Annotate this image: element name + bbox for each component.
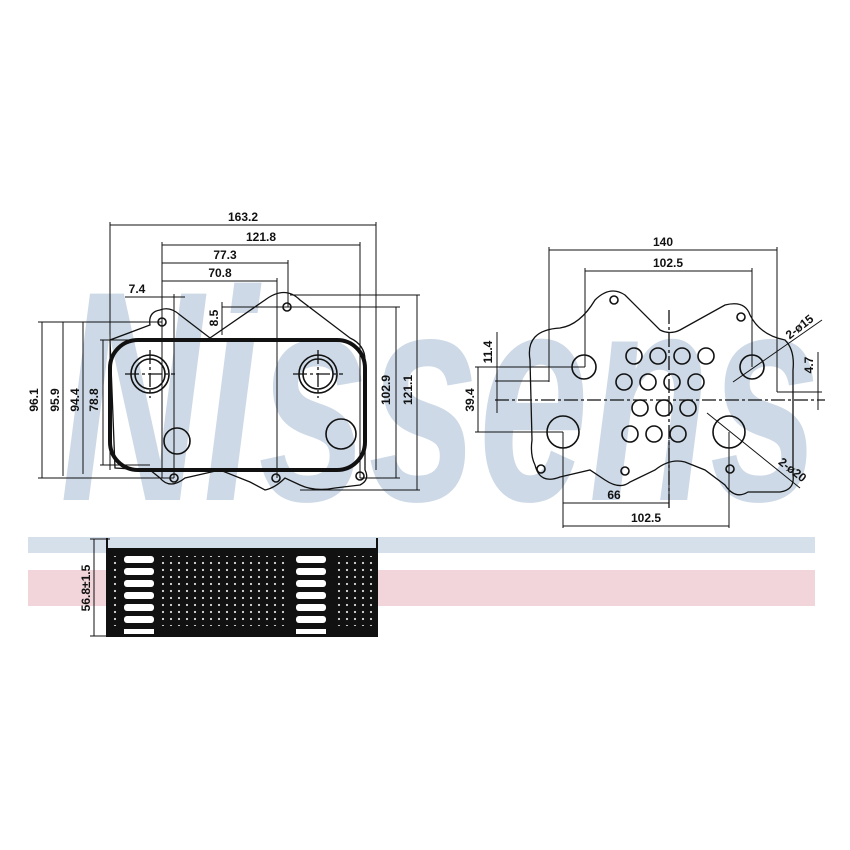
watermark-logo: Nissens [60, 228, 820, 564]
dim-70-8: 70.8 [208, 266, 232, 280]
dim-163-2: 163.2 [228, 210, 258, 224]
dim-77-3: 77.3 [213, 248, 237, 262]
dim-7-4: 7.4 [129, 282, 146, 296]
dim-96-1: 96.1 [27, 388, 41, 412]
dim-56-8: 56.8±1.5 [79, 564, 93, 611]
dim-102-9: 102.9 [379, 375, 393, 405]
dim-95-9: 95.9 [48, 388, 62, 412]
dim-121-1: 121.1 [401, 375, 415, 405]
dim-39-4: 39.4 [463, 388, 477, 412]
dim-66: 66 [607, 488, 621, 502]
dim-94-4: 94.4 [68, 388, 82, 412]
dim-8-5: 8.5 [207, 309, 221, 326]
front-view: 163.2 121.8 77.3 70.8 7.4 8.5 96.1 95.9 … [27, 210, 420, 491]
coolant-passage-holes [615, 347, 715, 443]
side-view: 56.8±1.5 [79, 538, 378, 637]
dim-140: 140 [653, 235, 673, 249]
dim-4-7: 4.7 [802, 356, 816, 373]
dim-102-5-top: 102.5 [653, 256, 683, 270]
dim-78-8: 78.8 [87, 388, 101, 412]
dim-102-5-bottom: 102.5 [631, 511, 661, 525]
dim-11-4: 11.4 [481, 340, 495, 363]
dim-121-8: 121.8 [246, 230, 276, 244]
